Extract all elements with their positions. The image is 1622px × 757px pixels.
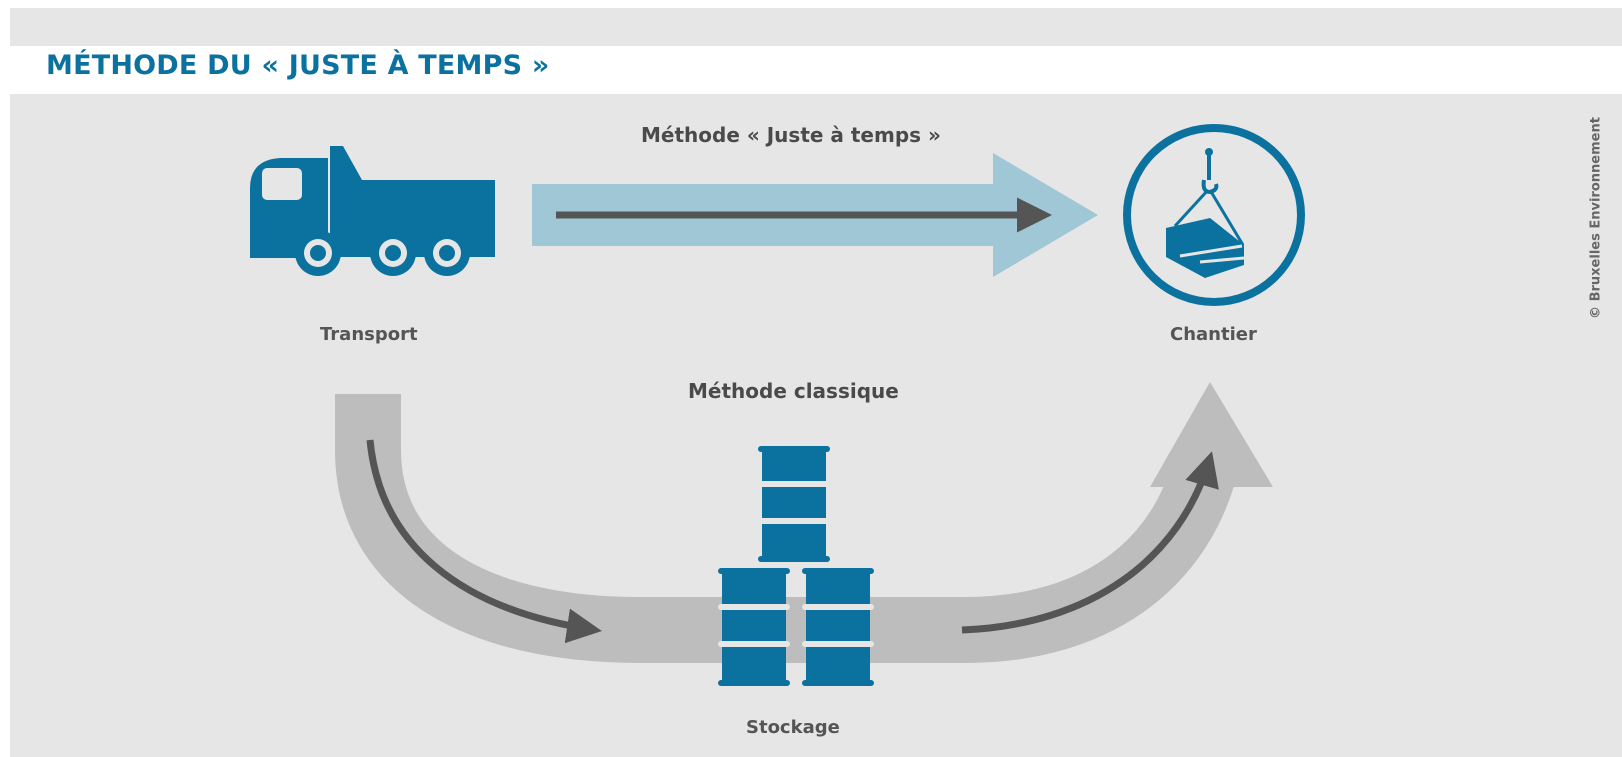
title-band xyxy=(10,46,1622,94)
jit-method-label: Méthode « Juste à temps » xyxy=(641,123,941,147)
site-label: Chantier xyxy=(1170,324,1257,345)
page-title: MÉTHODE DU « JUSTE À TEMPS » xyxy=(46,50,550,81)
storage-label: Stockage xyxy=(746,717,840,738)
classic-arrow xyxy=(335,382,1273,663)
copyright-credit: © Bruxelles Environnement xyxy=(1588,117,1604,319)
crane-hook-load-icon xyxy=(1123,124,1305,306)
jit-arrow xyxy=(532,153,1098,277)
classic-method-label: Méthode classique xyxy=(688,379,899,403)
transport-label: Transport xyxy=(320,324,418,345)
dump-truck-icon xyxy=(250,146,495,276)
stacked-barrels-icon xyxy=(718,446,874,686)
